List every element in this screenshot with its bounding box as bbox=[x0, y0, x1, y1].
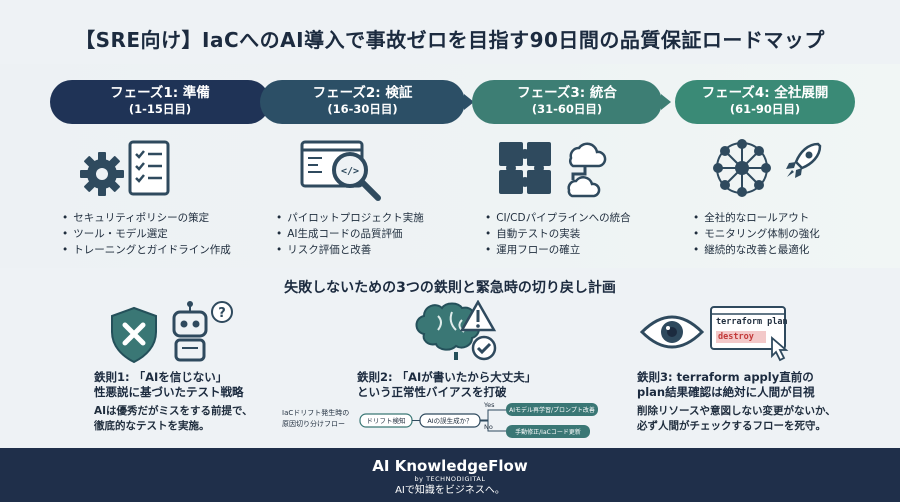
rule-1-body-line-2: 徹底的なテストを実施。 bbox=[94, 420, 210, 432]
rule-1-body: AIは優秀だがミスをする前提で、 徹底的なテストを実施。 bbox=[94, 404, 253, 434]
terminal-line-1: terraform plan bbox=[716, 317, 788, 327]
footer-by: by TECHNODIGITAL bbox=[414, 475, 486, 483]
rule-3-body: 削除リソースや意図しない変更がないか、 必ず人間がチェックするフローを死守。 bbox=[637, 404, 836, 434]
phase-3-days: (31-60日目) bbox=[531, 102, 603, 116]
rules-title: 失敗しないための3つの鉄則と緊急時の切り戻し計画 bbox=[284, 280, 616, 296]
code-magnifier-icon: </> bbox=[300, 140, 381, 201]
flow-label-line-1: IaCドリフト発生時の bbox=[282, 408, 349, 417]
cloud-pipeline-icon bbox=[567, 142, 607, 198]
svg-text:</>: </> bbox=[341, 166, 359, 177]
phase-2-icons: </> bbox=[300, 138, 390, 201]
rule-3-body-line-1: 削除リソースや意図しない変更がないか、 bbox=[637, 405, 836, 417]
puzzle-icon bbox=[499, 142, 551, 194]
phase-1-name: フェーズ1: 準備 bbox=[110, 85, 210, 101]
eye-icon bbox=[640, 315, 704, 349]
list-item: 運用フローの確立 bbox=[485, 242, 631, 258]
phase-1-days: (1-15日目) bbox=[128, 102, 192, 116]
list-item: 自動テストの実装 bbox=[485, 226, 631, 242]
rule-3-body-line-2: 必ず人間がチェックするフローを死守。 bbox=[637, 420, 826, 432]
footer-tagline: AIで知識をビジネスへ。 bbox=[395, 485, 505, 496]
rule-2-head-line-1: 鉄則2: 「AIが書いたから大丈夫」 bbox=[357, 370, 537, 384]
list-item: CI/CDパイプラインへの統合 bbox=[485, 210, 630, 226]
phase-2-name: フェーズ2: 検証 bbox=[312, 85, 413, 101]
phase-4-list: 全社的なロールアウト モニタリング体制の強化 継続的な改善と最適化 bbox=[693, 210, 820, 258]
phase-4-pill: フェーズ4: 全社展開 (61-90日目) bbox=[675, 80, 855, 124]
network-icon bbox=[713, 139, 771, 197]
phase-3-name: フェーズ3: 統合 bbox=[517, 85, 617, 101]
phase-1-list: セキュリティポリシーの策定 ツール・モデル選定 トレーニングとガイドライン作成 bbox=[62, 210, 231, 258]
rule-1-heading: 鉄則1: 「AIを信じない」 性悪説に基づいたテスト戦略 bbox=[94, 370, 244, 400]
phase-2-arrow-icon bbox=[464, 94, 474, 110]
phase-3-pill: フェーズ3: 統合 (31-60日目) bbox=[472, 80, 662, 124]
phase-1-pill: フェーズ1: 準備 (1-15日目) bbox=[50, 80, 270, 124]
phase-2-pill: フェーズ2: 検証 (16-30日目) bbox=[260, 80, 465, 124]
footer: AI KnowledgeFlow by TECHNODIGITAL AIで知識を… bbox=[0, 448, 900, 502]
rule-3-head-line-2: plan結果確認は絶対に人間が目視 bbox=[637, 385, 815, 399]
list-item: トレーニングとガイドライン作成 bbox=[62, 242, 231, 258]
rollback-flow-diagram: IaCドリフト発生時の 原因切り分けフロー ドリフト検知 AIの誤生成か？ Ye… bbox=[282, 401, 598, 438]
flow-yes-action-text: AIモデル再学習/プロンプト改善 bbox=[509, 406, 595, 414]
phase-4-days: (61-90日目) bbox=[729, 102, 801, 116]
flow-yes-action bbox=[506, 403, 598, 416]
phase-3-icons bbox=[497, 138, 607, 200]
flow-decision-text: AIの誤生成か？ bbox=[427, 416, 472, 425]
terminal-window-icon bbox=[710, 306, 789, 362]
checklist-icon bbox=[128, 140, 170, 196]
flow-label-line-2: 原因切り分けフロー bbox=[282, 419, 345, 428]
flow-start-text: ドリフト検知 bbox=[367, 416, 406, 425]
rule-1-head-line-1: 鉄則1: 「AIを信じない」 bbox=[94, 370, 228, 384]
flow-no-label: No bbox=[484, 423, 493, 431]
phase-4-icons bbox=[712, 138, 827, 200]
phase-3-list: CI/CDパイプラインへの統合 自動テストの実装 運用フローの確立 bbox=[485, 210, 631, 258]
list-item: 継続的な改善と最適化 bbox=[693, 242, 820, 258]
page-title: 【SRE向け】IaCへのAI導入で事故ゼロを目指す90日間の品質保証ロードマップ bbox=[75, 28, 825, 52]
brain-warning-icon bbox=[415, 300, 497, 361]
svg-text:?: ? bbox=[218, 306, 226, 321]
list-item: ツール・モデル選定 bbox=[62, 226, 231, 242]
flow-no-action bbox=[506, 425, 590, 438]
rule-1-head-line-2: 性悪説に基づいたテスト戦略 bbox=[94, 385, 244, 399]
list-item: AI生成コードの品質評価 bbox=[276, 226, 424, 242]
phase-3-arrow-icon bbox=[661, 94, 671, 110]
rule-2-head-line-2: という正常性バイアスを打破 bbox=[357, 385, 507, 399]
list-item: モニタリング体制の強化 bbox=[693, 226, 820, 242]
shield-x-icon bbox=[111, 306, 157, 364]
rule-3-heading: 鉄則3: terraform apply直前の plan結果確認は絶対に人間が目… bbox=[637, 370, 815, 400]
terminal-hand-icon: terraform plan destroy bbox=[710, 306, 794, 362]
rule-3-head-line-1: 鉄則3: terraform apply直前の bbox=[637, 370, 814, 384]
phase-2-list: パイロットプロジェクト実施 AI生成コードの品質評価 リスク評価と改善 bbox=[276, 210, 424, 258]
gear-icon bbox=[80, 152, 124, 196]
list-item: 全社的なロールアウト bbox=[693, 210, 820, 226]
phase-1-icons bbox=[78, 138, 178, 200]
flow-no-action-text: 手動修正/IaCコード更新 bbox=[515, 428, 581, 436]
terminal-line-2: destroy bbox=[718, 332, 754, 342]
phase-2-days: (16-30日目) bbox=[327, 102, 398, 116]
list-item: リスク評価と改善 bbox=[276, 242, 424, 258]
phase-4-name: フェーズ4: 全社展開 bbox=[701, 85, 829, 101]
rule-2-heading: 鉄則2: 「AIが書いたから大丈夫」 という正常性バイアスを打破 bbox=[357, 370, 536, 400]
footer-brand: AI KnowledgeFlow bbox=[372, 457, 528, 475]
rocket-icon bbox=[786, 142, 822, 178]
list-item: パイロットプロジェクト実施 bbox=[276, 210, 424, 226]
rule-1-body-line-1: AIは優秀だがミスをする前提で、 bbox=[94, 405, 253, 417]
robot-question-icon: ? bbox=[172, 301, 233, 362]
flow-yes-label: Yes bbox=[483, 401, 495, 409]
list-item: セキュリティポリシーの策定 bbox=[62, 210, 231, 226]
